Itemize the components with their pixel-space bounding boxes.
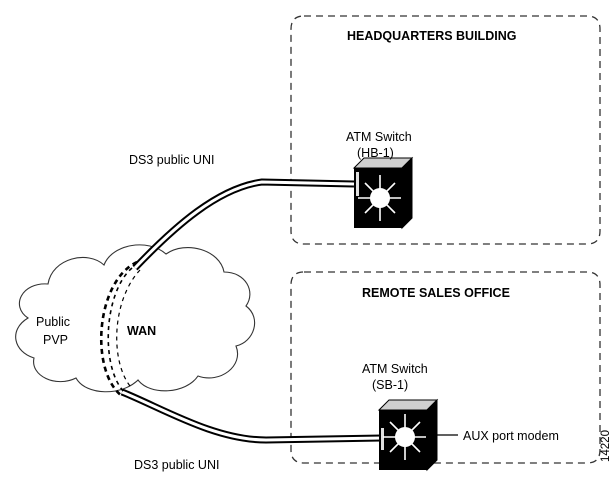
atm-switch-sb1-icon (383, 414, 426, 460)
hq-switch-label: ATM Switch (346, 130, 412, 144)
public-pvp-path (99, 260, 141, 398)
top-link-label: DS3 public UNI (129, 153, 214, 167)
remote-switch-label: ATM Switch (362, 362, 428, 376)
remote-title: REMOTE SALES OFFICE (362, 286, 510, 300)
cloud-label-public: Public (36, 315, 70, 329)
hq-switch-id: (HB-1) (357, 146, 394, 160)
cloud-label-wan: WAN (127, 324, 156, 338)
top-ds3-link (132, 178, 355, 271)
bottom-ds3-link (120, 388, 383, 444)
figure-id: 14220 (600, 430, 612, 462)
atm-switch-sb1 (377, 398, 439, 472)
atm-switch-hb1-icon (358, 175, 401, 221)
cloud-label-pvp: PVP (43, 333, 68, 347)
atm-switch-hb1 (352, 156, 414, 230)
hq-title: HEADQUARTERS BUILDING (347, 29, 516, 43)
remote-switch-id: (SB-1) (372, 378, 408, 392)
wan-cloud (15, 244, 256, 393)
bottom-link-label: DS3 public UNI (134, 458, 219, 472)
remote-office-boundary (290, 271, 601, 464)
hq-building-boundary (290, 15, 601, 245)
aux-port-label: AUX port modem (463, 429, 559, 443)
